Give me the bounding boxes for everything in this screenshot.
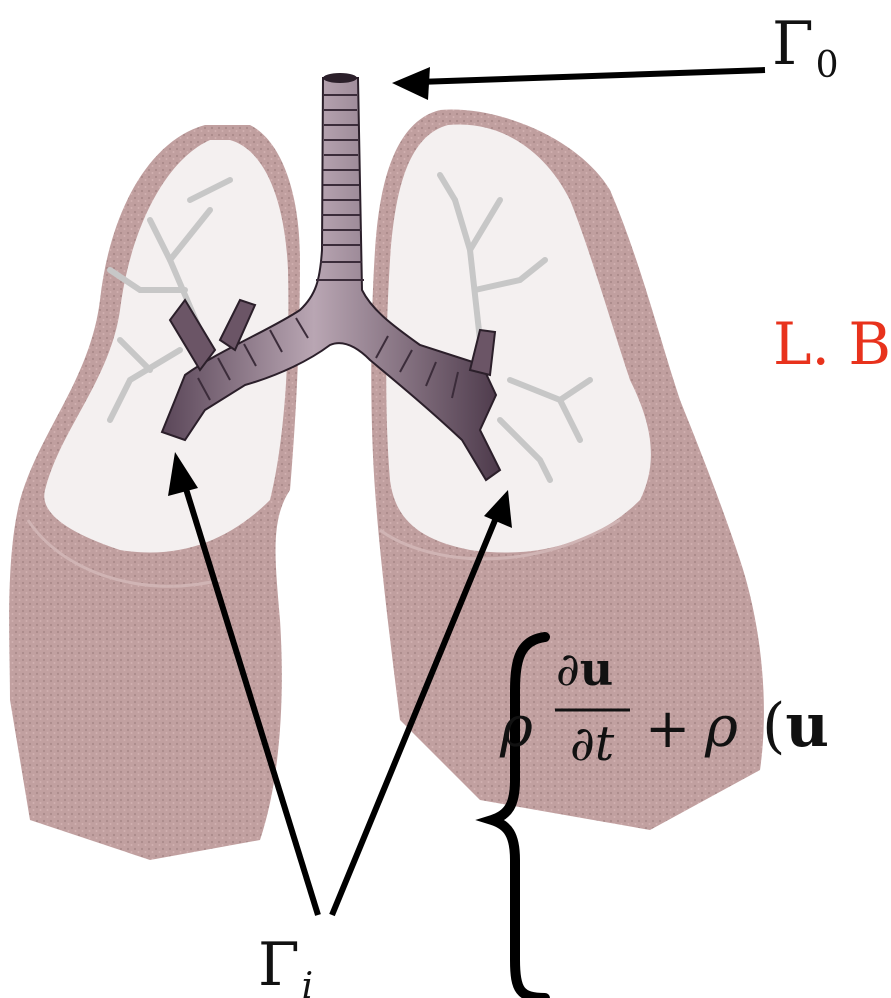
equation-denominator: ∂t bbox=[570, 720, 614, 768]
open-paren: ( bbox=[762, 691, 785, 761]
equation-open-paren: (u bbox=[762, 696, 829, 756]
gammai-symbol: Γ bbox=[258, 930, 300, 998]
equation-rho2: ρ bbox=[705, 700, 738, 756]
gamma0-symbol: Γ bbox=[772, 9, 814, 79]
red-text-label: L. B bbox=[773, 315, 891, 373]
numerator-partial: ∂ bbox=[556, 642, 580, 696]
gammai-label: Γi bbox=[258, 935, 313, 995]
equation-rho: ρ bbox=[500, 700, 533, 756]
gamma0-label: Γ0 bbox=[772, 14, 839, 74]
denominator-var: t bbox=[595, 716, 614, 772]
equation-plus: + bbox=[645, 702, 690, 756]
trailing-var: u bbox=[785, 691, 829, 761]
numerator-var: u bbox=[580, 642, 613, 696]
arrow-to-gamma0 bbox=[392, 67, 765, 100]
gamma0-subscript: 0 bbox=[816, 45, 839, 86]
gammai-subscript: i bbox=[302, 966, 314, 998]
equation-numerator: ∂u bbox=[556, 646, 613, 692]
denominator-partial: ∂ bbox=[570, 716, 595, 772]
